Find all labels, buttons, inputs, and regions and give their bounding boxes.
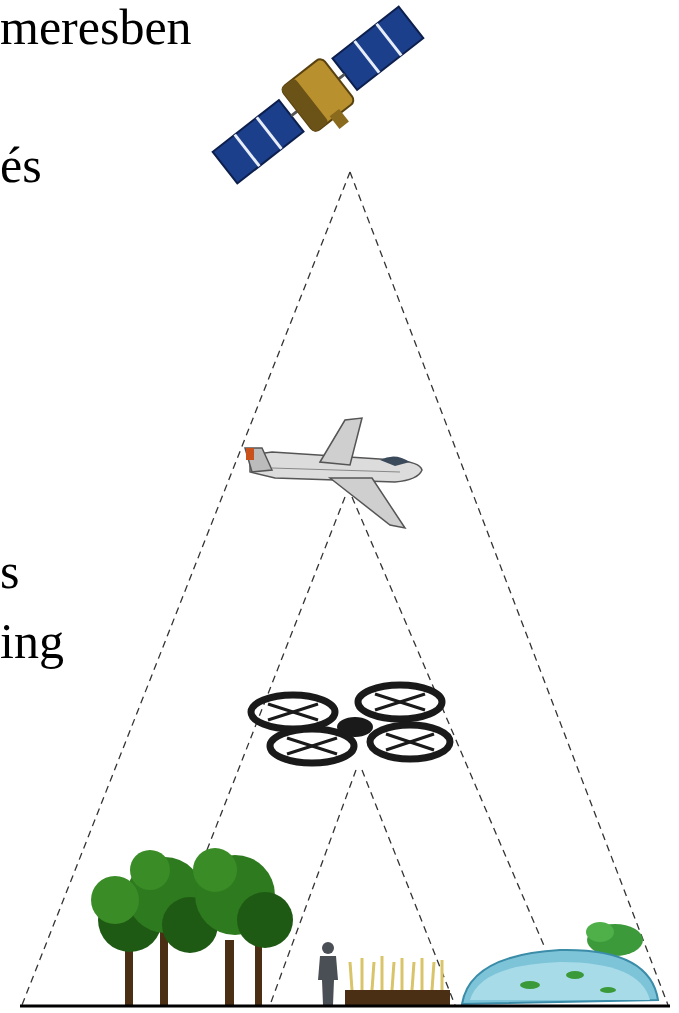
pond-symbol [462, 922, 658, 1004]
slide-text-fragment: meresben [0, 2, 192, 52]
drone-symbol [251, 685, 450, 763]
slide-text-fragment: ing [0, 616, 64, 666]
airplane-symbol [245, 418, 422, 528]
crop-field-symbol [345, 956, 450, 1005]
satellite-symbol [208, 0, 436, 199]
ground-line [20, 1005, 670, 1008]
slide-text-fragment: s [0, 546, 19, 596]
view-cone-lines [22, 172, 668, 1005]
forest-symbol [91, 848, 293, 1005]
person-silhouette [318, 942, 338, 1005]
slide-text-fragment: és [0, 140, 42, 190]
